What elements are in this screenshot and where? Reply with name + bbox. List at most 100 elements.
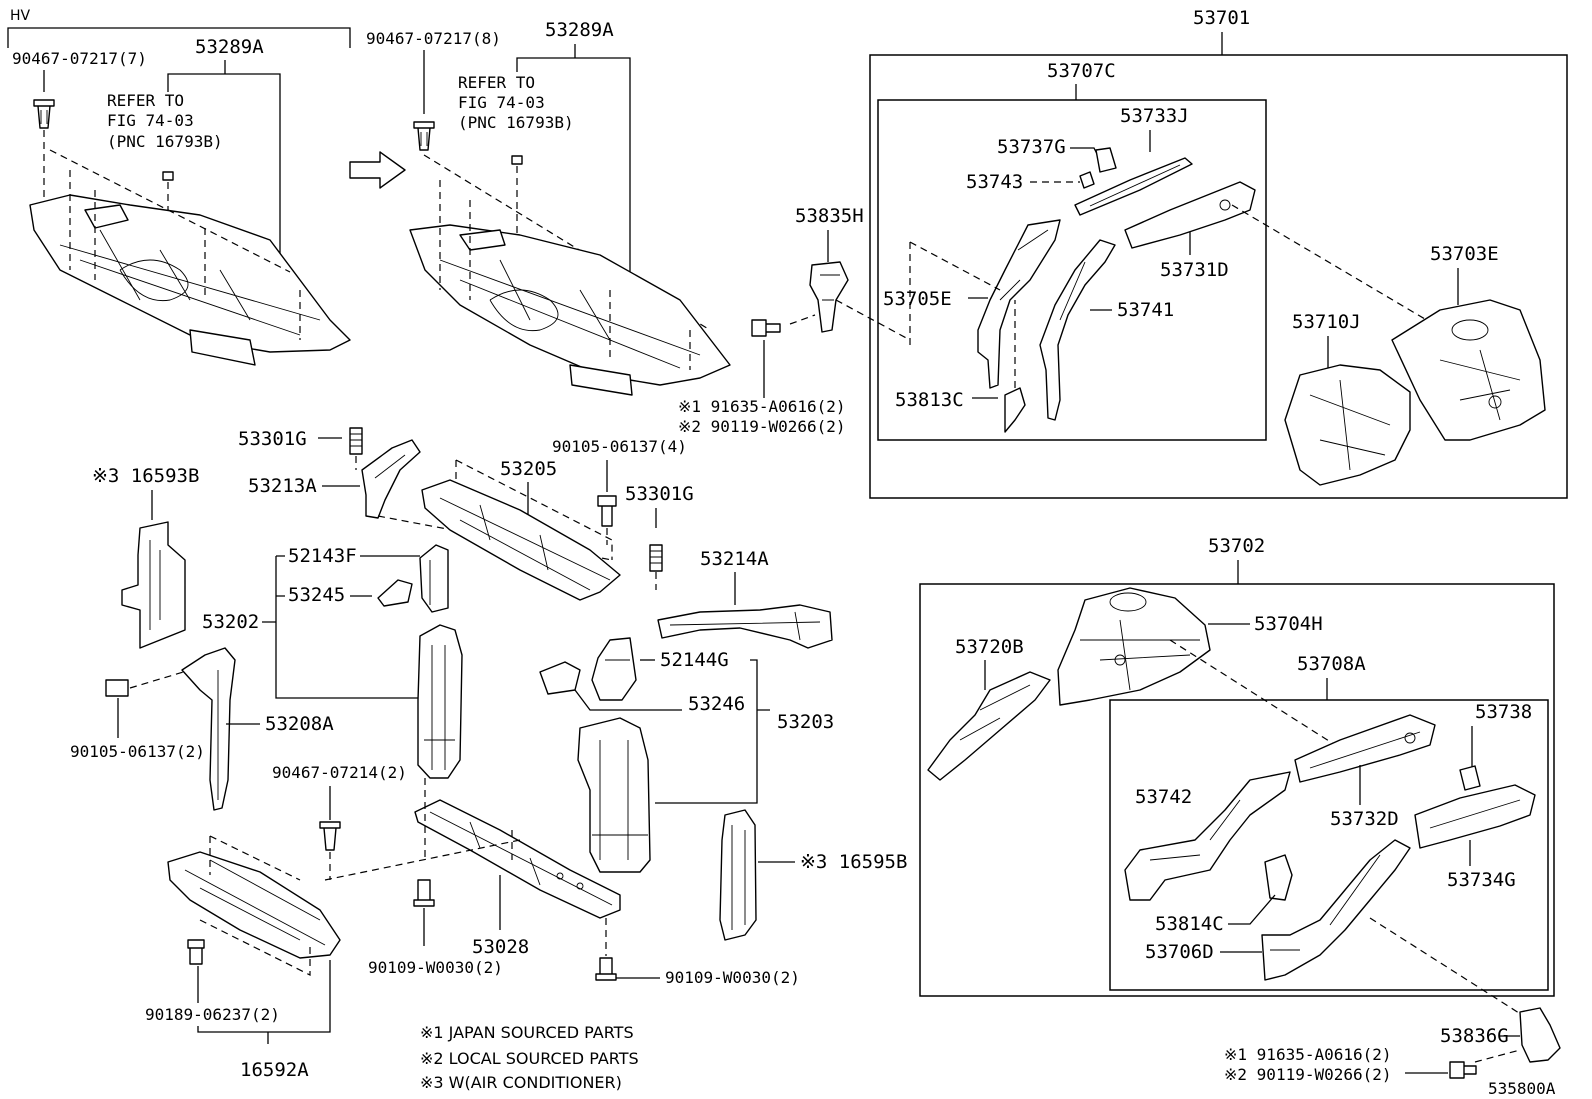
rail-53731D-part[interactable] [1124,181,1256,249]
bolt-icon[interactable] [413,879,435,907]
label-52143F[interactable]: 52143F [288,545,357,567]
label-53245[interactable]: 53245 [288,584,345,606]
crossmember-53205-part[interactable] [421,479,621,601]
label-53028[interactable]: 53028 [472,936,529,958]
support-53203-part[interactable] [577,717,651,873]
bolt-icon[interactable] [105,679,129,697]
seal-16595B-part[interactable] [719,809,757,941]
label-53738[interactable]: 53738 [1475,701,1532,723]
label-53813C[interactable]: 53813C [895,389,964,411]
bracket-52144G-part[interactable] [591,637,637,701]
label-53835H[interactable]: 53835H [795,205,864,227]
label-53707C[interactable]: 53707C [1047,60,1116,82]
label-53208A[interactable]: 53208A [265,713,334,735]
label-53742[interactable]: 53742 [1135,786,1192,808]
label-90105-06137-4[interactable]: 90105-06137(4) [552,437,687,456]
label-53213A[interactable]: 53213A [248,475,317,497]
hv-upper-cover-part[interactable] [29,149,351,366]
label-53203[interactable]: 53203 [777,711,834,733]
label-53703E[interactable]: 53703E [1430,243,1499,265]
label-53202[interactable]: 53202 [202,611,259,633]
clip-fastener-icon[interactable] [33,99,55,129]
apron-53742-part[interactable] [1124,771,1291,901]
label-16595B[interactable]: ※3 16595B [800,851,907,873]
label-53701[interactable]: 53701 [1193,7,1250,29]
rail-53733J-part[interactable] [1074,157,1193,216]
wheelhouse-53704H-part[interactable] [1057,587,1211,706]
bolt-icon[interactable] [595,957,617,981]
label-53732D[interactable]: 53732D [1330,808,1399,830]
apron-53705E-part[interactable] [977,219,1061,389]
cushion-53301G-part[interactable] [349,427,363,455]
label-90119-W0266-bottom[interactable]: ※2 90119-W0266(2) [1224,1065,1392,1084]
bracket-53836G-part[interactable] [1519,1007,1561,1063]
bracket-53213A-part[interactable] [361,439,421,519]
apron-53706D-part[interactable] [1261,839,1411,981]
label-91635-A0616-bottom[interactable]: ※1 91635-A0616(2) [1224,1045,1392,1064]
label-53301G-left[interactable]: 53301G [238,428,307,450]
wheelhouse-53703E-part[interactable] [1391,299,1546,441]
lower-crossmember-53028-part[interactable] [414,799,621,919]
label-53289A-right[interactable]: 53289A [545,19,614,41]
label-53710J[interactable]: 53710J [1292,311,1361,333]
support-53208A-part[interactable] [181,647,236,811]
bracket-53814C-part[interactable] [1264,854,1293,901]
clip-53737G-part[interactable] [1095,147,1117,173]
wheelhouse-53710J-part[interactable] [1284,364,1411,486]
label-53705E[interactable]: 53705E [883,288,952,310]
label-53214A[interactable]: 53214A [700,548,769,570]
bracket-52143F-part[interactable] [419,544,449,613]
label-90467-07217-7[interactable]: 90467-07217(7) [12,49,147,68]
bolt-53738-part[interactable] [1459,765,1481,791]
label-16592A[interactable]: 16592A [240,1059,309,1081]
label-53836G[interactable]: 53836G [1440,1025,1509,1047]
bracket-53246-part[interactable] [539,661,581,695]
label-53289A-left[interactable]: 53289A [195,36,264,58]
label-53741[interactable]: 53741 [1117,299,1174,321]
clip-fastener-icon[interactable] [187,939,205,965]
bracket-53835H-part[interactable] [809,261,849,333]
bolt-icon[interactable] [751,319,781,337]
label-53706D[interactable]: 53706D [1145,941,1214,963]
brace-53214A-part[interactable] [657,604,833,649]
label-53737G[interactable]: 53737G [997,136,1066,158]
cushion-53301G-right-part[interactable] [649,544,663,572]
radiator-support-cover-part[interactable] [409,180,731,396]
label-90467-07214-2[interactable]: 90467-07214(2) [272,763,407,782]
label-53734G[interactable]: 53734G [1447,869,1516,891]
rail-53734G-part[interactable] [1414,784,1536,849]
label-90467-07217-8[interactable]: 90467-07217(8) [366,29,501,48]
clip-fastener-icon[interactable] [413,121,435,151]
label-53301G-right[interactable]: 53301G [625,483,694,505]
label-53708A[interactable]: 53708A [1297,653,1366,675]
label-53702[interactable]: 53702 [1208,535,1265,557]
clip-fastener-icon[interactable] [319,821,341,851]
label-53731D[interactable]: 53731D [1160,259,1229,281]
apron-53720B-part[interactable] [927,671,1051,781]
bracket-53245-part[interactable] [377,579,413,607]
label-53743[interactable]: 53743 [966,171,1023,193]
label-90109-W0030-right[interactable]: 90109-W0030(2) [665,968,800,987]
label-53720B[interactable]: 53720B [955,636,1024,658]
label-53205[interactable]: 53205 [500,458,557,480]
lower-seal-16592A-part[interactable] [167,851,341,959]
bracket-53741-part[interactable] [1039,239,1116,421]
bracket-53813C-part[interactable] [1004,387,1026,433]
bolt-icon[interactable] [597,495,617,527]
bolt-53743-part[interactable] [1079,171,1095,189]
label-53733J[interactable]: 53733J [1120,105,1189,127]
seal-16593B-part[interactable] [121,521,186,649]
support-53202-part[interactable] [417,624,463,779]
label-52144G[interactable]: 52144G [660,649,729,671]
label-53704H[interactable]: 53704H [1254,613,1323,635]
label-90105-06137-2[interactable]: 90105-06137(2) [70,742,205,761]
label-90189-06237-2[interactable]: 90189-06237(2) [145,1005,280,1024]
label-53814C[interactable]: 53814C [1155,913,1224,935]
rail-53732D-part[interactable] [1294,714,1436,783]
label-90109-W0030-left[interactable]: 90109-W0030(2) [368,958,503,977]
bolt-icon[interactable] [1449,1061,1477,1079]
label-91635-A0616-top[interactable]: ※1 91635-A0616(2) [678,397,846,416]
label-16593B[interactable]: ※3 16593B [92,465,199,487]
label-53246[interactable]: 53246 [688,693,745,715]
label-90119-W0266-top[interactable]: ※2 90119-W0266(2) [678,417,846,436]
